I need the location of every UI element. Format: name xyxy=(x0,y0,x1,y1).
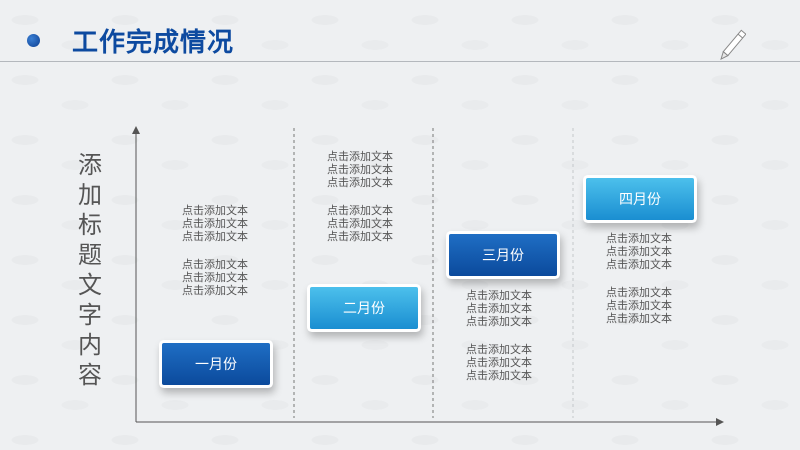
page-title: 工作完成情况 xyxy=(72,28,235,58)
text-line[interactable]: 点击添加文本 xyxy=(606,245,672,258)
text-line[interactable]: 点击添加文本 xyxy=(327,230,393,243)
header-divider xyxy=(0,61,800,62)
text-line[interactable]: 点击添加文本 xyxy=(606,258,672,271)
text-block-jan: 点击添加文本 点击添加文本 点击添加文本 点击添加文本 点击添加文本 点击添加文… xyxy=(160,204,270,297)
text-block-apr: 点击添加文本 点击添加文本 点击添加文本 点击添加文本 点击添加文本 点击添加文… xyxy=(584,232,694,325)
text-line[interactable]: 点击添加文本 xyxy=(327,204,393,217)
text-line[interactable]: 点击添加文本 xyxy=(182,217,248,230)
text-line[interactable]: 点击添加文本 xyxy=(466,369,532,382)
y-axis-arrow xyxy=(132,126,140,134)
text-line[interactable]: 点击添加文本 xyxy=(327,176,393,189)
text-line[interactable]: 点击添加文本 xyxy=(606,286,672,299)
text-line[interactable]: 点击添加文本 xyxy=(466,302,532,315)
text-line[interactable]: 点击添加文本 xyxy=(182,230,248,243)
side-title: 添加标题文字内容 xyxy=(78,151,102,389)
text-line[interactable]: 点击添加文本 xyxy=(606,232,672,245)
text-line[interactable]: 点击添加文本 xyxy=(182,271,248,284)
text-line[interactable]: 点击添加文本 xyxy=(182,258,248,271)
text-block-feb: 点击添加文本 点击添加文本 点击添加文本 点击添加文本 点击添加文本 点击添加文… xyxy=(305,150,415,243)
text-block-mar: 点击添加文本 点击添加文本 点击添加文本 点击添加文本 点击添加文本 点击添加文… xyxy=(444,289,554,382)
month-box-feb[interactable]: 二月份 xyxy=(310,287,418,329)
x-axis-arrow xyxy=(716,418,724,426)
text-line[interactable]: 点击添加文本 xyxy=(466,343,532,356)
text-line[interactable]: 点击添加文本 xyxy=(466,315,532,328)
month-box-jan[interactable]: 一月份 xyxy=(162,343,270,385)
month-box-apr[interactable]: 四月份 xyxy=(586,178,694,220)
text-line[interactable]: 点击添加文本 xyxy=(327,150,393,163)
text-line[interactable]: 点击添加文本 xyxy=(466,356,532,369)
text-line[interactable]: 点击添加文本 xyxy=(606,312,672,325)
text-line[interactable]: 点击添加文本 xyxy=(606,299,672,312)
pencil-icon xyxy=(720,29,746,60)
text-line[interactable]: 点击添加文本 xyxy=(182,204,248,217)
text-line[interactable]: 点击添加文本 xyxy=(327,217,393,230)
text-line[interactable]: 点击添加文本 xyxy=(182,284,248,297)
text-line[interactable]: 点击添加文本 xyxy=(466,289,532,302)
bullet-dot-icon xyxy=(27,34,40,47)
text-line[interactable]: 点击添加文本 xyxy=(327,163,393,176)
month-box-mar[interactable]: 三月份 xyxy=(449,234,557,276)
